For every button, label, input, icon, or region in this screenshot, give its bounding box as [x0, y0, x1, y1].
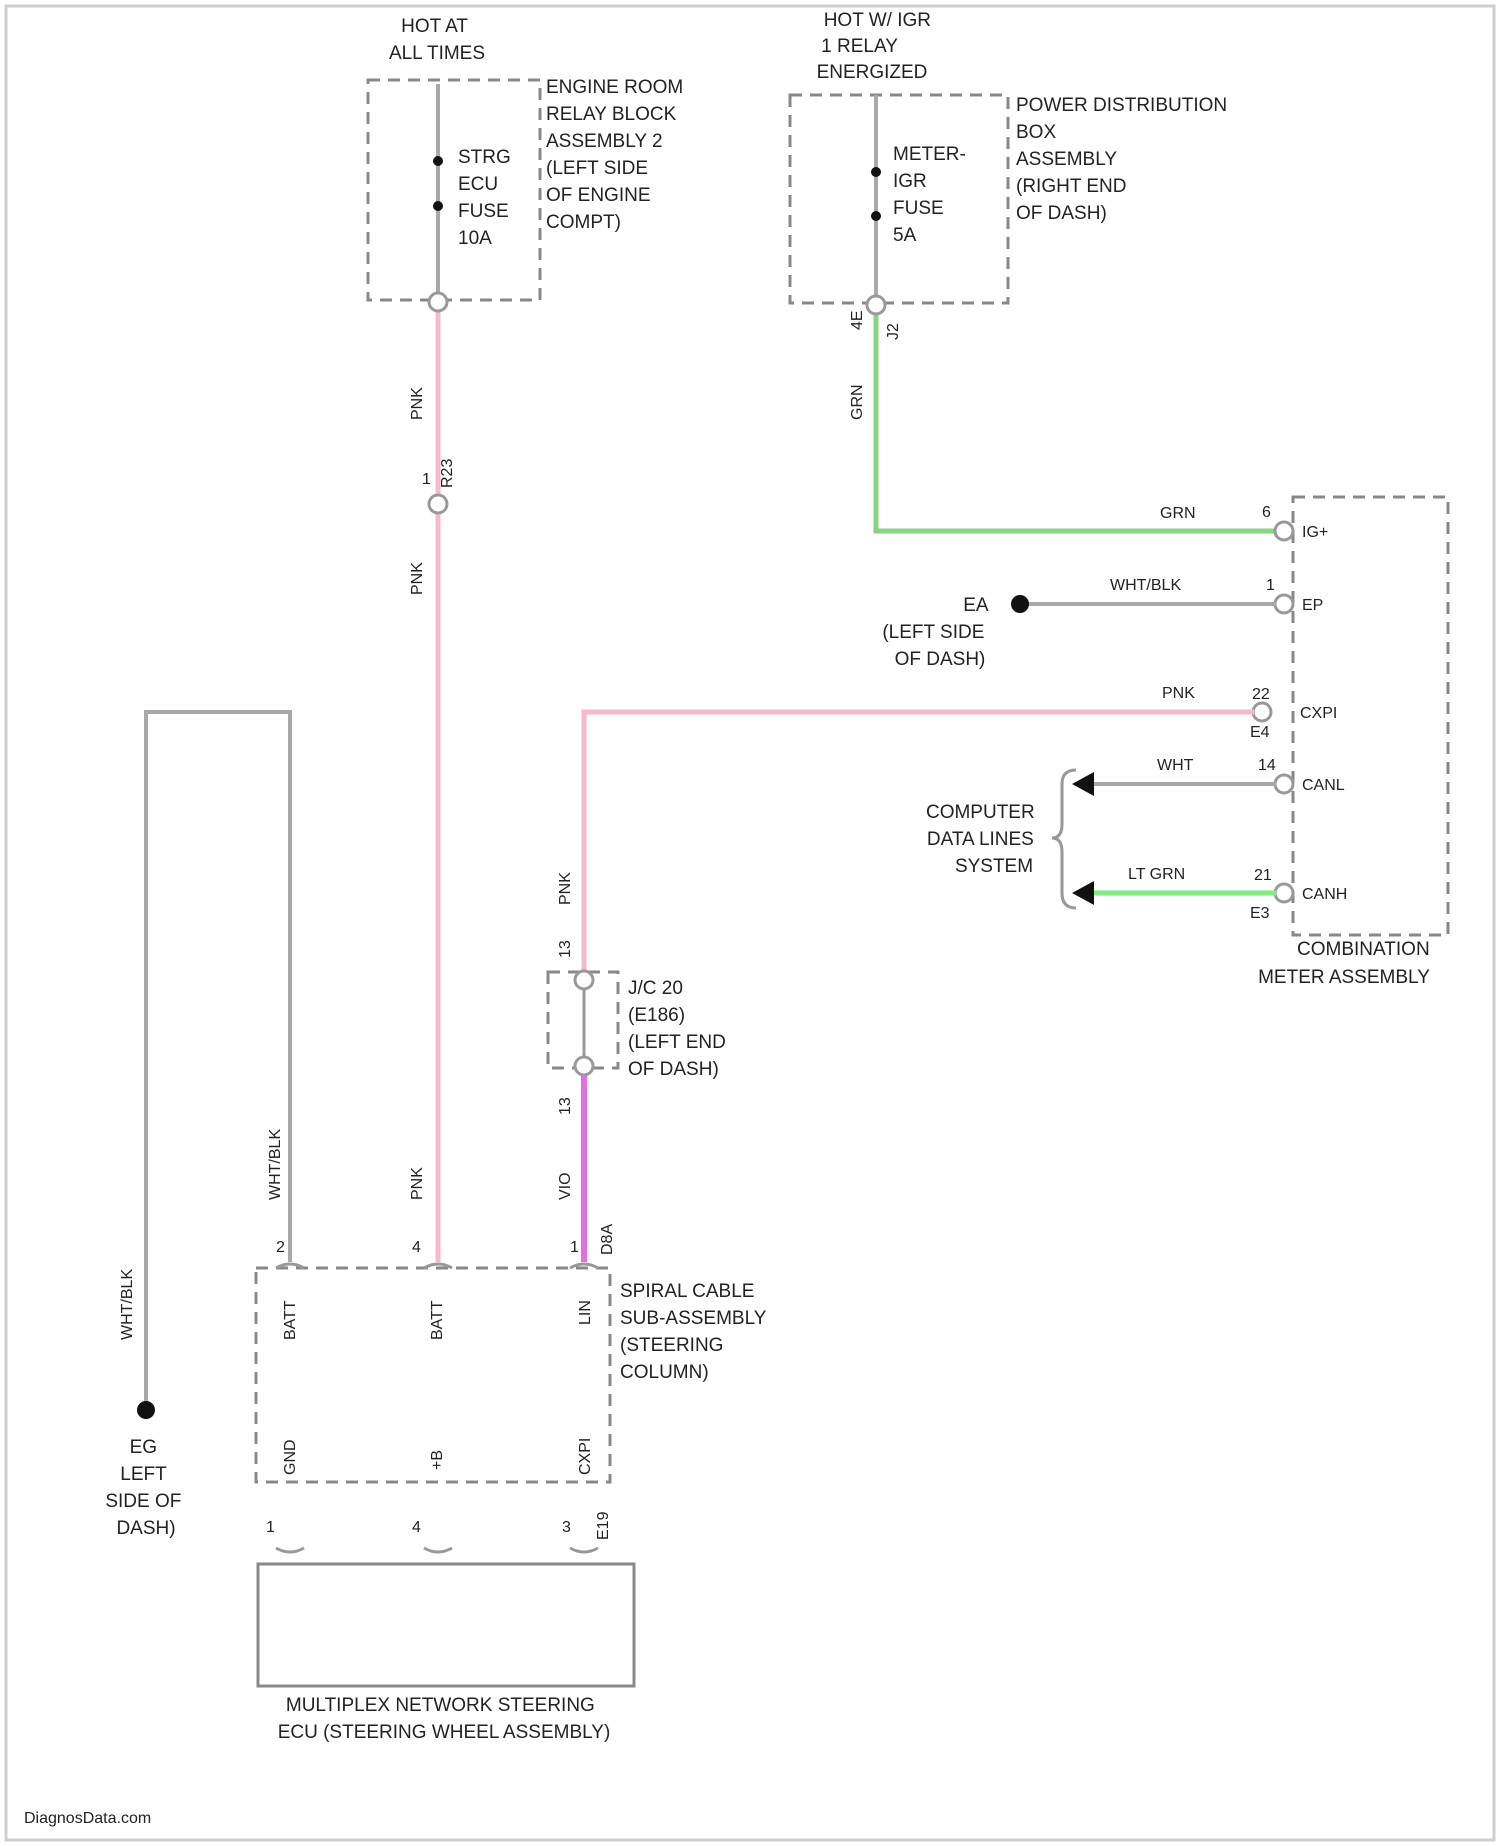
diagram-frame — [6, 6, 1494, 1840]
pnk-inline-pin: 1 — [422, 471, 431, 488]
strg-ecu-fuse-label: STRG ECU FUSE 10A — [458, 147, 516, 249]
svg-text:E4: E4 — [1250, 724, 1270, 741]
wht-wire-label-canl: WHT — [1157, 757, 1194, 774]
grn-wire-ig — [876, 305, 1284, 531]
pnk-wire-label-cxpi: PNK — [1162, 685, 1195, 702]
svg-text:6: 6 — [1262, 504, 1271, 521]
meter-pin-ig: 6 IG+ — [1262, 504, 1328, 541]
svg-text:1: 1 — [1266, 577, 1275, 594]
engine-room-relay-block-label: ENGINE ROOM RELAY BLOCK ASSEMBLY 2 (LEFT… — [546, 77, 689, 233]
canl-arrow-icon — [1072, 772, 1094, 796]
ground-ea-symbol — [1011, 595, 1029, 613]
jc-bottom-pin: 13 — [557, 1097, 574, 1115]
spiral-top-label-lin: LIN — [577, 1300, 594, 1325]
jc-top-connector — [575, 971, 593, 989]
power-distribution-box-label: POWER DISTRIBUTION BOX ASSEMBLY (RIGHT E… — [1016, 95, 1232, 224]
jc-top-pin: 13 — [557, 940, 574, 958]
grn-wire-label-horizontal: GRN — [1160, 505, 1196, 522]
ground-eg-label: EG LEFT SIDE OF DASH) — [105, 1437, 186, 1539]
meter-pin-canl: 14 CANL — [1258, 757, 1345, 794]
meter-fuse-terminal-top — [871, 167, 881, 177]
wht-blk-wire-label-batt: WHT/BLK — [267, 1129, 284, 1200]
spiral-connector-batt — [276, 1264, 304, 1268]
spiral-top-label-batt-1: BATT — [282, 1300, 299, 1340]
ecu-connector-1 — [276, 1548, 304, 1552]
ecu-pin-3: 3 — [562, 1519, 571, 1536]
multiplex-ecu-label: MULTIPLEX NETWORK STEERING ECU (STEERING… — [278, 1695, 611, 1743]
spiral-top-label-batt-2: BATT — [429, 1300, 446, 1340]
engine-room-relay-block-box — [368, 80, 540, 300]
data-lines-brace — [1052, 770, 1076, 908]
pnk-wire-label-cxpi-vertical: PNK — [557, 872, 574, 905]
spiral-bottom-label-b: +B — [429, 1450, 446, 1470]
multiplex-ecu-box — [258, 1564, 634, 1686]
pnk-wire-label-1: PNK — [409, 387, 426, 420]
computer-data-lines-label: COMPUTER DATA LINES SYSTEM — [926, 802, 1040, 877]
wht-blk-wire-label-ep: WHT/BLK — [1110, 577, 1181, 594]
svg-text:21: 21 — [1254, 867, 1272, 884]
spiral-bottom-label-gnd: GND — [282, 1439, 299, 1475]
canh-arrow-icon — [1072, 881, 1094, 905]
hot-at-all-times-label: HOT AT ALL TIMES — [389, 16, 485, 64]
pnk-inline-connector — [429, 495, 447, 513]
grn-wire-label-vertical: GRN — [849, 384, 866, 420]
watermark-text: DiagnosData.com — [24, 1810, 151, 1827]
spiral-connector-id: D8A — [599, 1224, 616, 1255]
meter-fuse-connector-id-right: J2 — [885, 323, 902, 340]
spiral-cable-box — [256, 1268, 610, 1482]
ecu-connector-3 — [570, 1548, 598, 1552]
svg-text:CANH: CANH — [1302, 886, 1347, 903]
wht-blk-wire-label-ground: WHT/BLK — [119, 1269, 136, 1340]
meter-fuse-output-connector — [867, 296, 885, 314]
ecu-pin-4: 4 — [412, 1519, 421, 1536]
spiral-cable-label: SPIRAL CABLE SUB-ASSEMBLY (STEERING COLU… — [620, 1281, 771, 1383]
spiral-pin-vio: 1 — [570, 1239, 579, 1256]
svg-text:CXPI: CXPI — [1300, 705, 1337, 722]
pnk-wire-label-3: PNK — [409, 1167, 426, 1200]
wht-blk-wire-batt — [146, 712, 290, 1407]
ground-eg-symbol — [137, 1401, 155, 1419]
lt-grn-wire-label-canh: LT GRN — [1128, 866, 1185, 883]
svg-text:CANL: CANL — [1302, 777, 1345, 794]
spiral-pin-pnk: 4 — [412, 1239, 421, 1256]
spiral-bottom-connector-id: E19 — [595, 1511, 612, 1540]
jc-bottom-connector — [575, 1057, 593, 1075]
hot-w-igr-label: HOT W/ IGR 1 RELAY ENERGIZED — [817, 10, 937, 83]
svg-text:22: 22 — [1252, 686, 1270, 703]
svg-text:E3: E3 — [1250, 905, 1270, 922]
svg-text:EP: EP — [1302, 597, 1323, 614]
spiral-pin-batt: 2 — [276, 1239, 285, 1256]
pnk-wire-cxpi — [584, 712, 1254, 978]
pnk-inline-connector-id: R23 — [439, 459, 456, 488]
junction-connector-label: J/C 20 (E186) (LEFT END OF DASH) — [628, 978, 731, 1080]
strg-fuse-terminal-bottom — [433, 201, 443, 211]
meter-fuse-connector-id-left: 4E — [849, 310, 866, 330]
pnk-wire-label-2: PNK — [409, 562, 426, 595]
vio-wire-label: VIO — [557, 1172, 574, 1200]
svg-text:14: 14 — [1258, 757, 1276, 774]
meter-igr-fuse-label: METER- IGR FUSE 5A — [893, 144, 971, 246]
ground-ea-label: EA (LEFT SIDE OF DASH) — [882, 595, 992, 670]
strg-fuse-terminal-top — [433, 156, 443, 166]
combination-meter-label: COMBINATION METER ASSEMBLY — [1258, 939, 1435, 988]
ecu-pin-1: 1 — [266, 1519, 275, 1536]
meter-pin-ep: 1 EP — [1266, 577, 1323, 614]
ecu-connector-4 — [424, 1548, 452, 1552]
strg-fuse-output-connector — [429, 293, 447, 311]
svg-text:IG+: IG+ — [1302, 524, 1328, 541]
meter-fuse-terminal-bottom — [871, 211, 881, 221]
spiral-bottom-label-cxpi: CXPI — [577, 1438, 594, 1475]
